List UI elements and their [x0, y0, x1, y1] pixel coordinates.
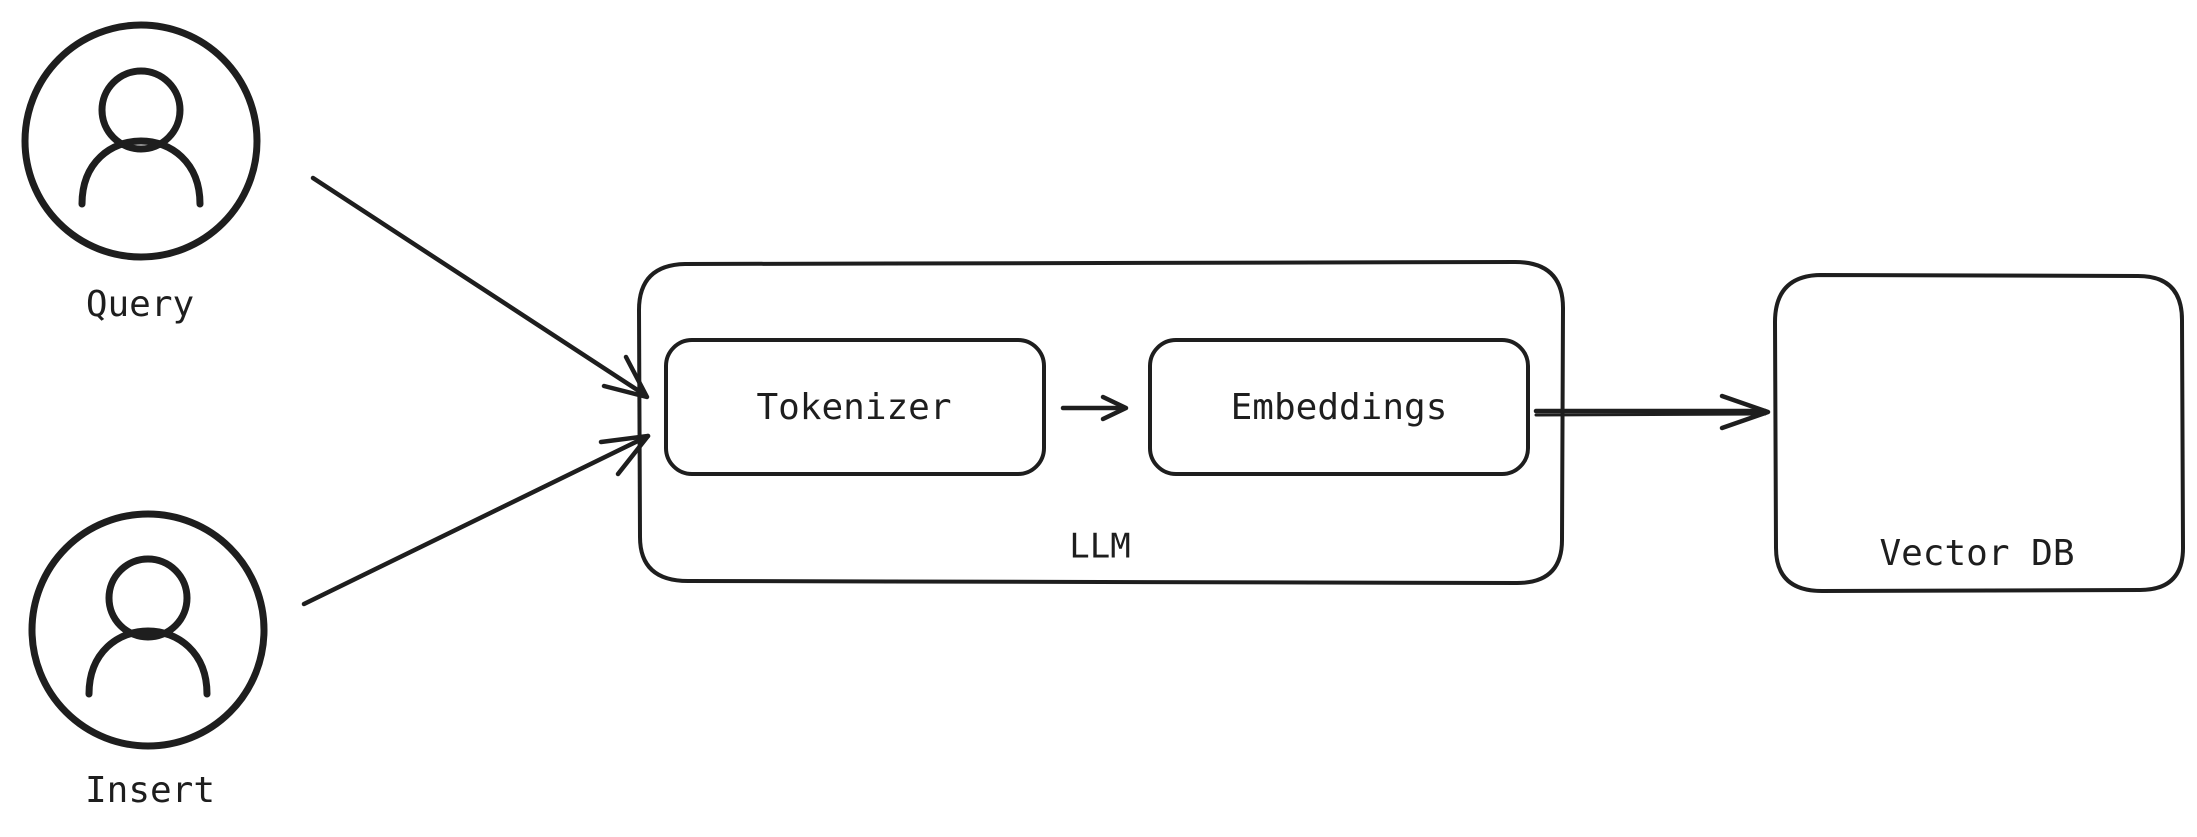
user-icon — [78, 67, 204, 208]
tokenizer-box[interactable]: Tokenizer — [664, 338, 1046, 476]
embeddings-box[interactable]: Embeddings — [1148, 338, 1530, 476]
vector-db-rect — [1773, 273, 2185, 593]
tokenizer-label: Tokenizer — [756, 387, 951, 428]
tokenizer-rect — [664, 338, 1046, 476]
llm-label: LLM — [1069, 527, 1130, 567]
insert-label: Insert — [85, 770, 215, 811]
user-icon — [85, 555, 211, 698]
arrow-insert-to-llm[interactable] — [301, 433, 651, 607]
embeddings-label: Embeddings — [1231, 387, 1448, 428]
embeddings-rect — [1148, 338, 1530, 476]
llm-container[interactable]: LLM — [637, 260, 1565, 585]
arrow-tokenizer-to-embeddings[interactable] — [1060, 394, 1129, 422]
query-actor[interactable]: Query — [21, 21, 261, 325]
arrow-llm-to-vector-db[interactable] — [1533, 393, 1771, 431]
vector-db-box[interactable]: Vector DB — [1773, 273, 2185, 593]
query-actor-circle — [21, 21, 261, 261]
arrow-query-to-llm[interactable] — [310, 175, 650, 400]
query-label: Query — [86, 284, 194, 325]
llm-box — [637, 260, 1565, 585]
vector-db-label: Vector DB — [1879, 533, 2074, 574]
insert-actor[interactable]: Insert — [28, 510, 268, 811]
insert-actor-circle — [28, 510, 268, 750]
